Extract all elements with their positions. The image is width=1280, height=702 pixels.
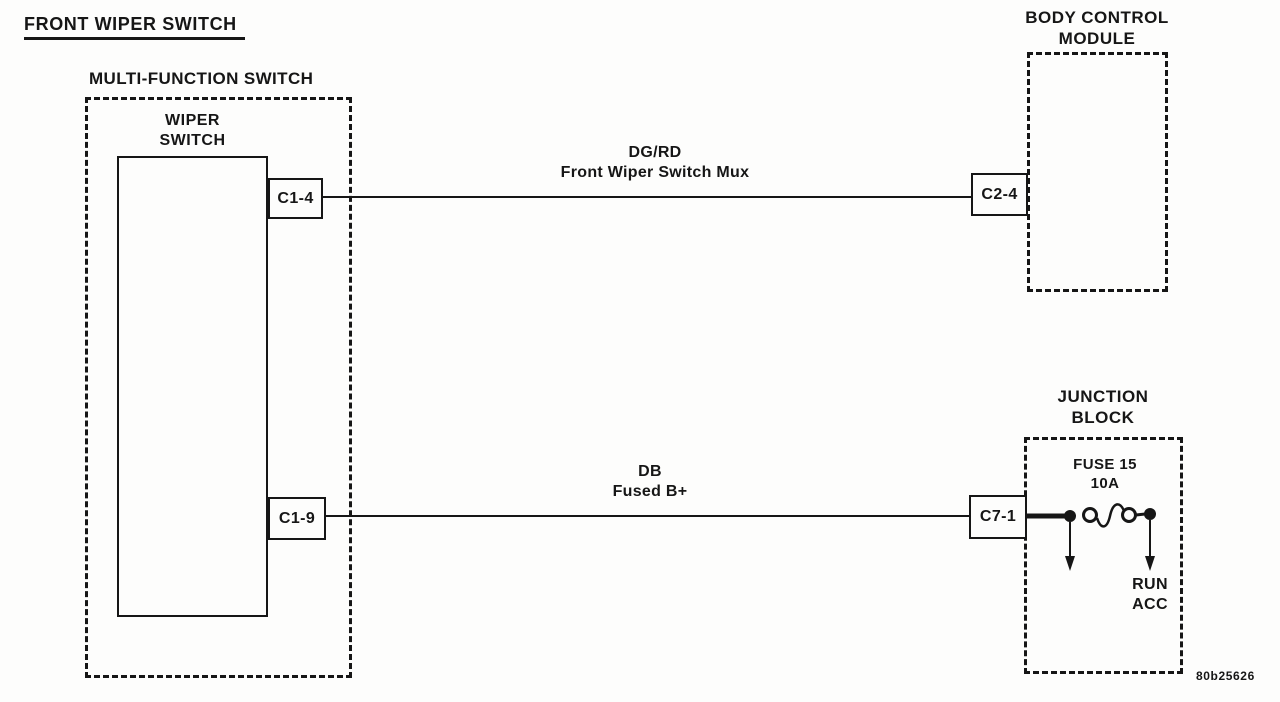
junction-block-label-line1: JUNCTION [1057,387,1149,406]
junction-dot-right-icon [1144,508,1156,520]
run-acc-feed-label: RUN ACC [1114,575,1186,615]
fuse-terminal-right-icon [1121,507,1137,523]
wire-front-wiper-switch-mux [320,196,972,198]
fuse-rating: 10A [1090,475,1120,492]
body-control-module-box [1027,52,1168,292]
wiper-switch-label-line1: WIPER [165,112,220,129]
feed-label-line1: RUN [1132,576,1168,593]
junction-dot-left-icon [1064,510,1076,522]
feed-label-line2: ACC [1132,596,1168,613]
fuse-link-line [1135,512,1146,517]
wire-mux-color-code: DG/RD [628,144,682,161]
wire-mux-label: DG/RD Front Wiper Switch Mux [455,143,855,183]
wiper-switch-label-line2: SWITCH [159,132,226,149]
connector-c1-4: C1-4 [268,178,323,219]
fuse-element-icon [1095,503,1126,528]
fuse-label: FUSE 15 10A [1035,455,1175,493]
bcm-label-line2: MODULE [1058,29,1136,48]
wire-power-circuit-name: Fused B+ [612,483,688,500]
wire-fused-b-plus [323,515,970,517]
junction-block-label: JUNCTION BLOCK [1013,386,1193,428]
multi-function-switch-box [85,97,352,678]
fuse-circuit-graphic [1024,503,1156,571]
page-title: FRONT WIPER SWITCH [24,14,245,40]
connector-c7-1: C7-1 [969,495,1027,539]
figure-number: 80b25626 [1196,669,1255,683]
connector-c2-4: C2-4 [971,173,1028,216]
connector-c1-9: C1-9 [268,497,326,540]
arrow-down-left-icon [1065,556,1075,571]
wiper-switch-body [117,156,268,617]
wiper-switch-label: WIPER SWITCH [117,111,268,151]
fuse-terminal-left-icon [1082,507,1098,523]
junction-block-label-line2: BLOCK [1071,408,1135,427]
body-control-module-label: BODY CONTROL MODULE [1007,7,1187,49]
bcm-label-line1: BODY CONTROL [1025,8,1169,27]
multi-function-switch-label: MULTI-FUNCTION SWITCH [89,69,314,88]
fuse-name: FUSE 15 [1073,456,1137,473]
wire-power-color-code: DB [638,463,662,480]
wire-mux-circuit-name: Front Wiper Switch Mux [560,164,750,181]
wire-power-label: DB Fused B+ [450,462,850,502]
arrow-down-right-icon [1145,556,1155,571]
junction-block-box [1024,437,1183,674]
